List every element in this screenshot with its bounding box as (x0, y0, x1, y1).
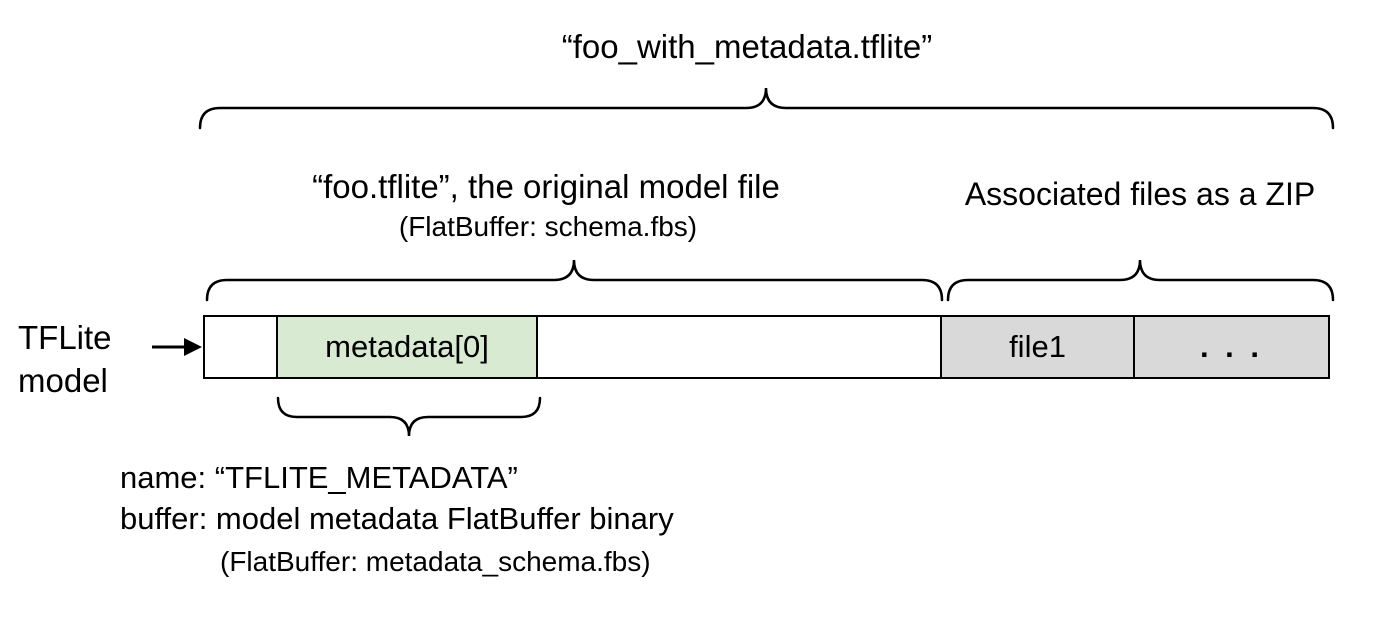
diagram-title: “foo_with_metadata.tflite” (561, 28, 933, 65)
model-byte-bar: metadata[0] file1 . . . (203, 315, 1330, 379)
bar-segment-label: metadata[0] (325, 329, 489, 364)
associated-files-label: Associated files as a ZIP (964, 176, 1316, 212)
bar-segment-model-body (536, 315, 942, 379)
original-model-sublabel: (FlatBuffer: schema.fbs) (398, 211, 698, 242)
brace-original-model (205, 259, 944, 302)
bar-segment-file1: file1 (940, 315, 1135, 379)
original-model-label: “foo.tflite”, the original model file (312, 168, 780, 205)
tflite-model-label: TFLite model (18, 319, 112, 399)
bar-segment-label: file1 (1009, 329, 1066, 364)
metadata-note-schema: (FlatBuffer: metadata_schema.fbs) (220, 546, 651, 577)
right-arrow-icon (152, 338, 202, 356)
metadata-note-name: name: “TFLITE_METADATA” (120, 460, 518, 495)
bar-segment-header (203, 315, 278, 379)
bar-segment-label: . . . (1199, 329, 1264, 364)
brace-associated-files (946, 259, 1335, 302)
metadata-note-buffer: buffer: model metadata FlatBuffer binary (120, 501, 674, 536)
brace-whole-file (198, 87, 1335, 130)
brace-metadata-segment (276, 396, 542, 437)
bar-segment-metadata: metadata[0] (276, 315, 538, 379)
bar-segment-more-files: . . . (1133, 315, 1330, 379)
